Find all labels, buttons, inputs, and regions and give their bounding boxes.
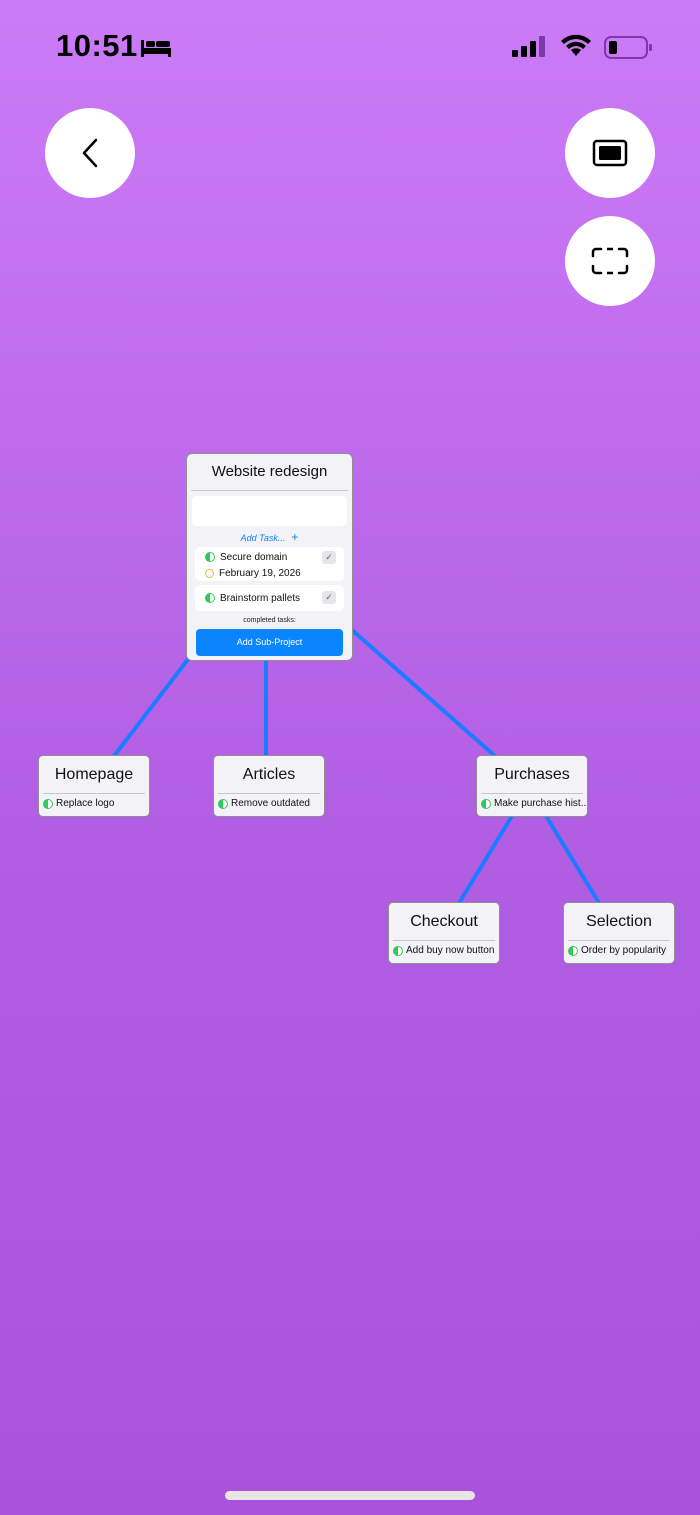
project-card-main[interactable]: Website redesign Add Task... + Secure dom…	[186, 453, 353, 661]
task-item[interactable]: Remove outdated	[214, 794, 324, 809]
task-due-date: February 19, 2026	[219, 567, 301, 579]
sleep-focus-icon	[141, 40, 171, 57]
progress-half-icon	[218, 798, 228, 809]
project-title: Selection	[568, 903, 670, 941]
battery-icon	[604, 36, 652, 59]
task-item[interactable]: Make purchase hist...	[477, 794, 587, 809]
progress-half-icon	[43, 798, 53, 809]
task-label: Add buy now button	[406, 945, 495, 956]
progress-half-icon	[205, 593, 215, 603]
progress-half-icon	[568, 945, 578, 956]
task-label: Secure domain	[220, 551, 288, 563]
project-card-purchases[interactable]: Purchases Make purchase hist...	[476, 755, 588, 817]
connector-purchases	[350, 628, 497, 758]
project-title: Articles	[218, 756, 320, 794]
project-card-selection[interactable]: Selection Order by popularity	[563, 902, 675, 964]
project-title: Purchases	[481, 756, 583, 794]
project-card-checkout[interactable]: Checkout Add buy now button	[388, 902, 500, 964]
cellular-signal-icon	[512, 36, 545, 57]
add-task-button[interactable]: Add Task... +	[187, 531, 352, 543]
task-label: Remove outdated	[231, 798, 310, 809]
plus-icon: +	[291, 530, 299, 544]
fit-view-icon	[592, 139, 628, 167]
add-task-label: Add Task...	[240, 533, 286, 543]
connector-checkout	[457, 814, 514, 905]
completed-tasks-label: completed tasks:	[243, 617, 296, 624]
task-label: Make purchase hist...	[494, 798, 587, 809]
connector-selection	[544, 814, 601, 905]
task-label: Order by popularity	[581, 945, 667, 956]
home-indicator[interactable]	[225, 1491, 475, 1500]
fullscreen-icon	[591, 247, 629, 275]
task-item[interactable]: Add buy now button	[389, 941, 499, 956]
task-item[interactable]: Secure domain February 19, 2026 ✓	[195, 547, 344, 581]
project-card-homepage[interactable]: Homepage Replace logo	[38, 755, 150, 817]
fit-view-button[interactable]	[565, 108, 655, 198]
chevron-left-icon	[82, 138, 98, 168]
project-title: Homepage	[43, 756, 145, 794]
task-item[interactable]: Brainstorm pallets ✓	[195, 585, 344, 611]
fullscreen-button[interactable]	[565, 216, 655, 306]
progress-half-icon	[481, 798, 491, 809]
project-title: Website redesign	[191, 454, 348, 491]
project-name-input[interactable]	[192, 496, 347, 526]
status-bar: 10:51	[0, 0, 700, 90]
task-label: Brainstorm pallets	[220, 592, 301, 604]
task-label: Replace logo	[56, 798, 115, 809]
project-card-articles[interactable]: Articles Remove outdated	[213, 755, 325, 817]
progress-half-icon	[393, 945, 403, 956]
back-button[interactable]	[45, 108, 135, 198]
task-item[interactable]: Replace logo	[39, 794, 149, 809]
progress-half-icon	[205, 552, 215, 562]
project-title: Checkout	[393, 903, 495, 941]
task-item[interactable]: Order by popularity	[564, 941, 674, 956]
complete-task-button[interactable]: ✓	[322, 591, 336, 604]
wifi-icon	[561, 34, 591, 56]
add-sub-project-button[interactable]: Add Sub-Project	[196, 629, 343, 656]
complete-task-button[interactable]: ✓	[322, 551, 336, 564]
status-time: 10:51	[56, 28, 138, 63]
connector-homepage	[112, 656, 191, 758]
clock-icon	[205, 568, 214, 578]
